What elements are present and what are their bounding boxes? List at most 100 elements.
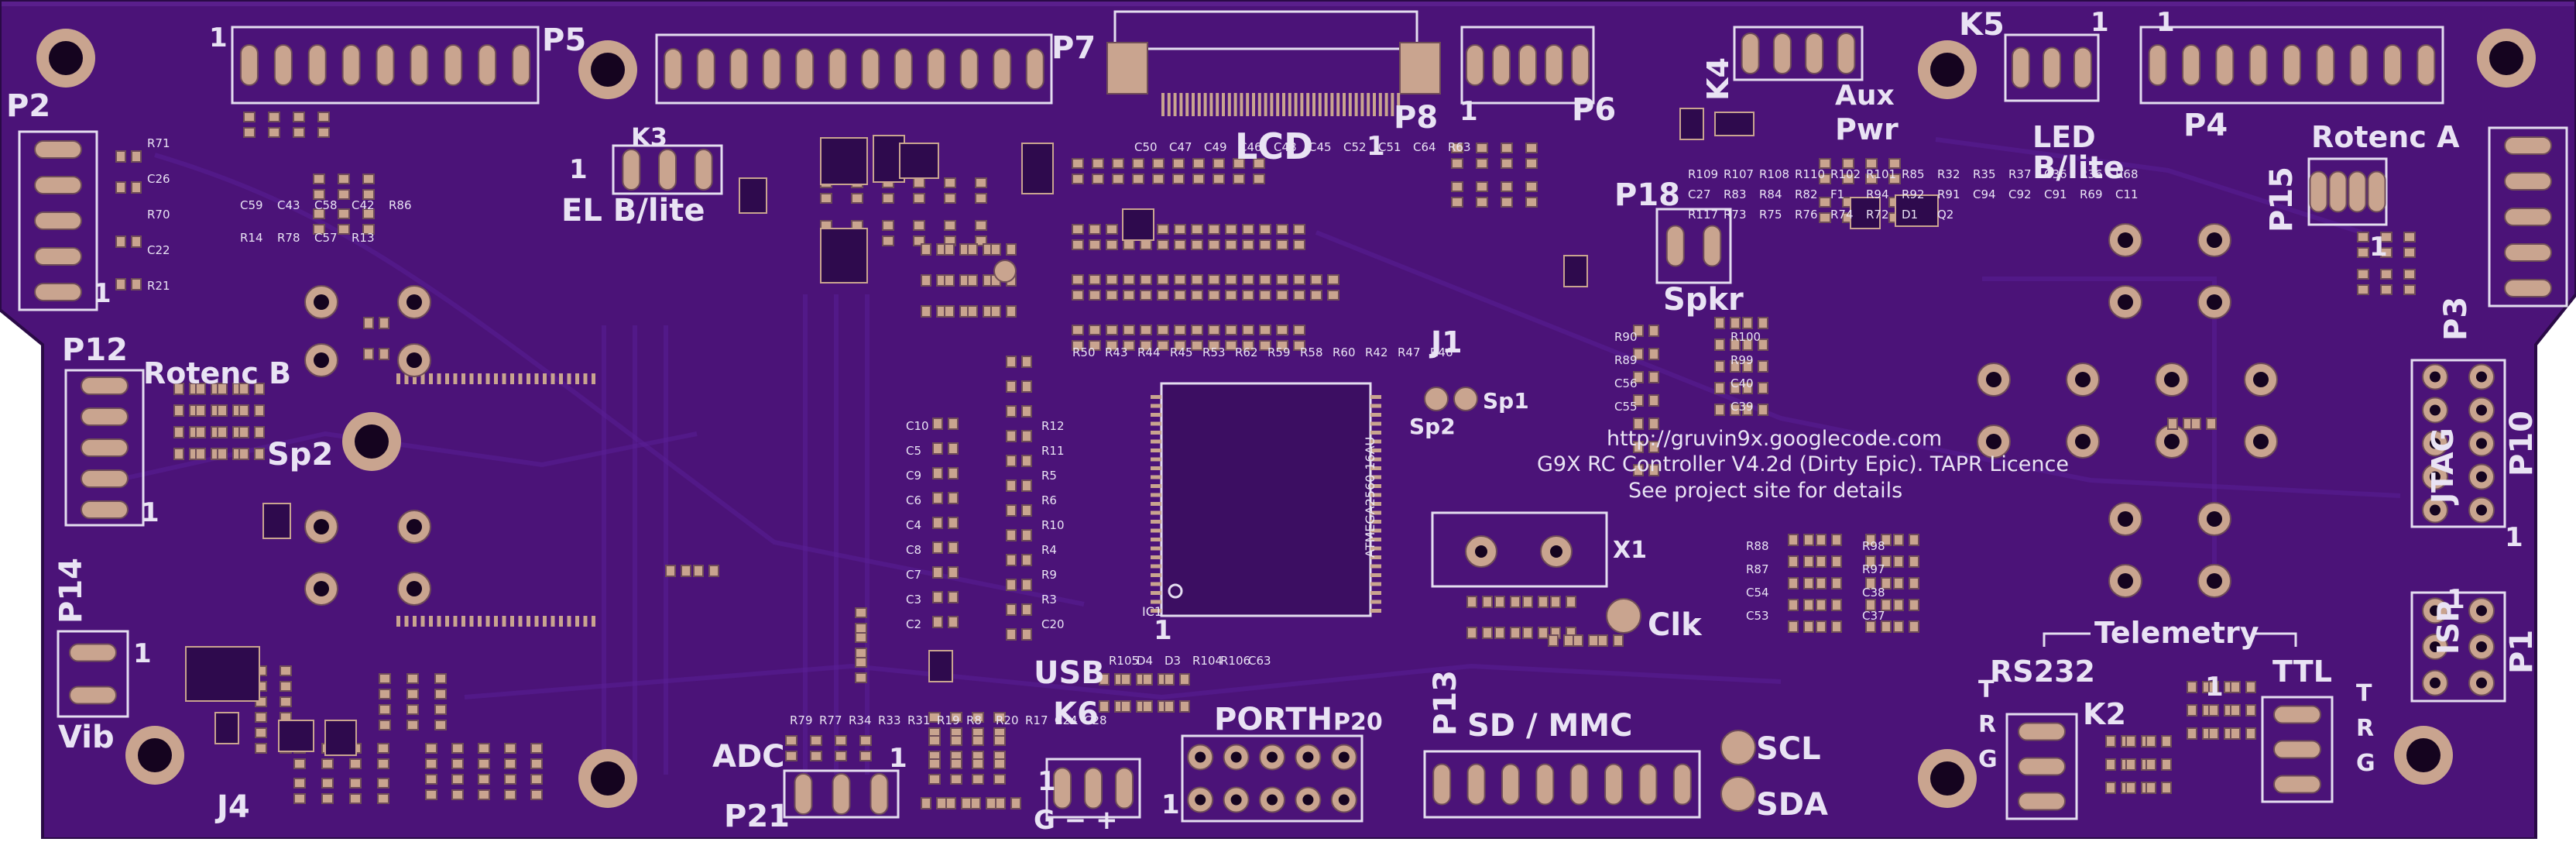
header-ttl	[2261, 696, 2334, 803]
label-p15: P15	[2264, 167, 2300, 232]
label-k2: K2	[2083, 697, 2126, 731]
ref-r117: R117	[1688, 208, 1718, 222]
ref-r109: R109	[1688, 167, 1718, 181]
ref-r102: R102	[1830, 167, 1861, 181]
label-ttl: TTL	[2272, 655, 2332, 689]
ref-r84: R84	[1759, 187, 1782, 201]
ref-r69: R69	[2080, 187, 2103, 201]
label-sp1: Sp1	[1483, 388, 1529, 414]
ref-c58: C58	[314, 198, 338, 212]
ref-c4: C4	[906, 518, 921, 532]
header-p4	[2139, 26, 2444, 105]
label-led-blite: B/lite	[2032, 150, 2125, 186]
mount-hole-mid-left	[342, 412, 401, 471]
header-jtag	[2410, 359, 2506, 528]
ref-r46: R46	[1430, 345, 1453, 359]
ref-r86: R86	[389, 198, 412, 212]
lcd-connector	[1106, 10, 1441, 116]
header-connectors	[18, 26, 2568, 823]
ref-r3: R3	[1041, 593, 1057, 607]
ref-c43: C43	[277, 198, 300, 212]
ref-r63: R63	[1448, 140, 1471, 154]
ref-c36: C36	[2044, 167, 2067, 181]
header-p3	[2488, 126, 2568, 308]
header-isp	[2410, 591, 2506, 703]
ref-r90: R90	[1614, 330, 1638, 344]
ref-r72: R72	[1866, 208, 1889, 222]
ref-r108: R108	[1759, 167, 1789, 181]
label-ttl-t: T	[2356, 680, 2372, 707]
ref-r6: R6	[1041, 493, 1057, 507]
ref-r105: R105	[1109, 654, 1139, 668]
ref-q2: Q2	[1937, 208, 1953, 222]
label-p3: P3	[2438, 297, 2474, 341]
label-pin1-k5: 1	[2091, 7, 2109, 38]
mount-hole-bottom-center-right	[1918, 749, 1977, 808]
ref-r99: R99	[1730, 353, 1754, 367]
mount-hole-top-right	[2477, 29, 2536, 88]
label-pin1-p5: 1	[209, 22, 228, 53]
label-el-blite: EL B/lite	[561, 193, 705, 229]
label-pin1-lcd: 1	[1367, 131, 1385, 162]
label-led: LED	[2032, 120, 2096, 154]
ref-c51: C51	[1378, 140, 1401, 154]
mount-hole-bottom-left	[125, 726, 184, 785]
header-p18	[1655, 208, 1732, 284]
ref-r83: R83	[1724, 187, 1747, 201]
ref-r87: R87	[1746, 562, 1769, 576]
ref-r73: R73	[1724, 208, 1747, 222]
board-info-note: See project site for details	[1628, 479, 1902, 503]
label-k6: K6	[1053, 696, 1099, 732]
ref-c24: C24	[1055, 713, 1078, 727]
label-p14: P14	[53, 558, 89, 624]
ref-c64: C64	[1413, 140, 1436, 154]
ref-r12: R12	[1041, 419, 1065, 433]
label-pin1-p12: 1	[141, 497, 159, 528]
smd-components	[115, 108, 2416, 809]
ref-r58: R58	[1300, 345, 1323, 359]
label-p2: P2	[6, 88, 50, 124]
ref-d3: D3	[1165, 654, 1181, 668]
ref-r107: R107	[1724, 167, 1754, 181]
ref-r104: R104	[1192, 654, 1223, 668]
label-p18: P18	[1614, 177, 1680, 213]
label-adc: ADC	[712, 739, 785, 775]
header-p5	[231, 26, 540, 105]
label-g-minus-plus: G − +	[1034, 805, 1118, 836]
ref-r88: R88	[1746, 539, 1769, 553]
ref-r91: R91	[1937, 187, 1960, 201]
ref-c8: C8	[906, 543, 921, 557]
label-sp2: Sp2	[267, 437, 333, 473]
silkscreen-labels: P2 P5 P7 P8 P6 K4 K5 P4 K3 LCD EL B/lite…	[6, 7, 2540, 836]
label-p8: P8	[1394, 100, 1438, 136]
ref-r71: R71	[147, 136, 170, 150]
ref-r21: R21	[147, 279, 170, 293]
ref-c48: C48	[1274, 140, 1297, 154]
ref-c40: C40	[1730, 376, 1754, 390]
ref-c27: C27	[1688, 187, 1711, 201]
label-p1: P1	[2504, 630, 2540, 674]
header-p13	[1423, 750, 1701, 819]
ref-r9: R9	[1041, 568, 1057, 582]
ref-r70: R70	[147, 208, 170, 222]
mount-hole-bottom-right	[2394, 726, 2453, 785]
label-k3: K3	[631, 122, 667, 152]
ref-c49: C49	[1204, 140, 1227, 154]
mount-hole-bottom-center-left	[578, 749, 637, 808]
label-telemetry: Telemetry	[2094, 616, 2259, 650]
label-pin1-rotenc-a: 1	[2369, 232, 2388, 263]
ref-c37: C37	[1862, 609, 1885, 623]
ref-r77: R77	[819, 713, 842, 727]
ref-r75: R75	[1759, 208, 1782, 222]
ref-c55: C55	[1614, 400, 1638, 414]
label-p13: P13	[1428, 670, 1463, 736]
label-lcd: LCD	[1235, 125, 1313, 167]
label-p6: P6	[1572, 92, 1616, 128]
label-aux: Aux	[1835, 80, 1895, 112]
ref-c2: C2	[906, 617, 921, 631]
board-info-url: http://gruvin9x.googlecode.com	[1607, 427, 1942, 451]
ref-r82: R82	[1795, 187, 1818, 201]
ref-r97: R97	[1862, 562, 1885, 576]
ref-r43: R43	[1105, 345, 1128, 359]
